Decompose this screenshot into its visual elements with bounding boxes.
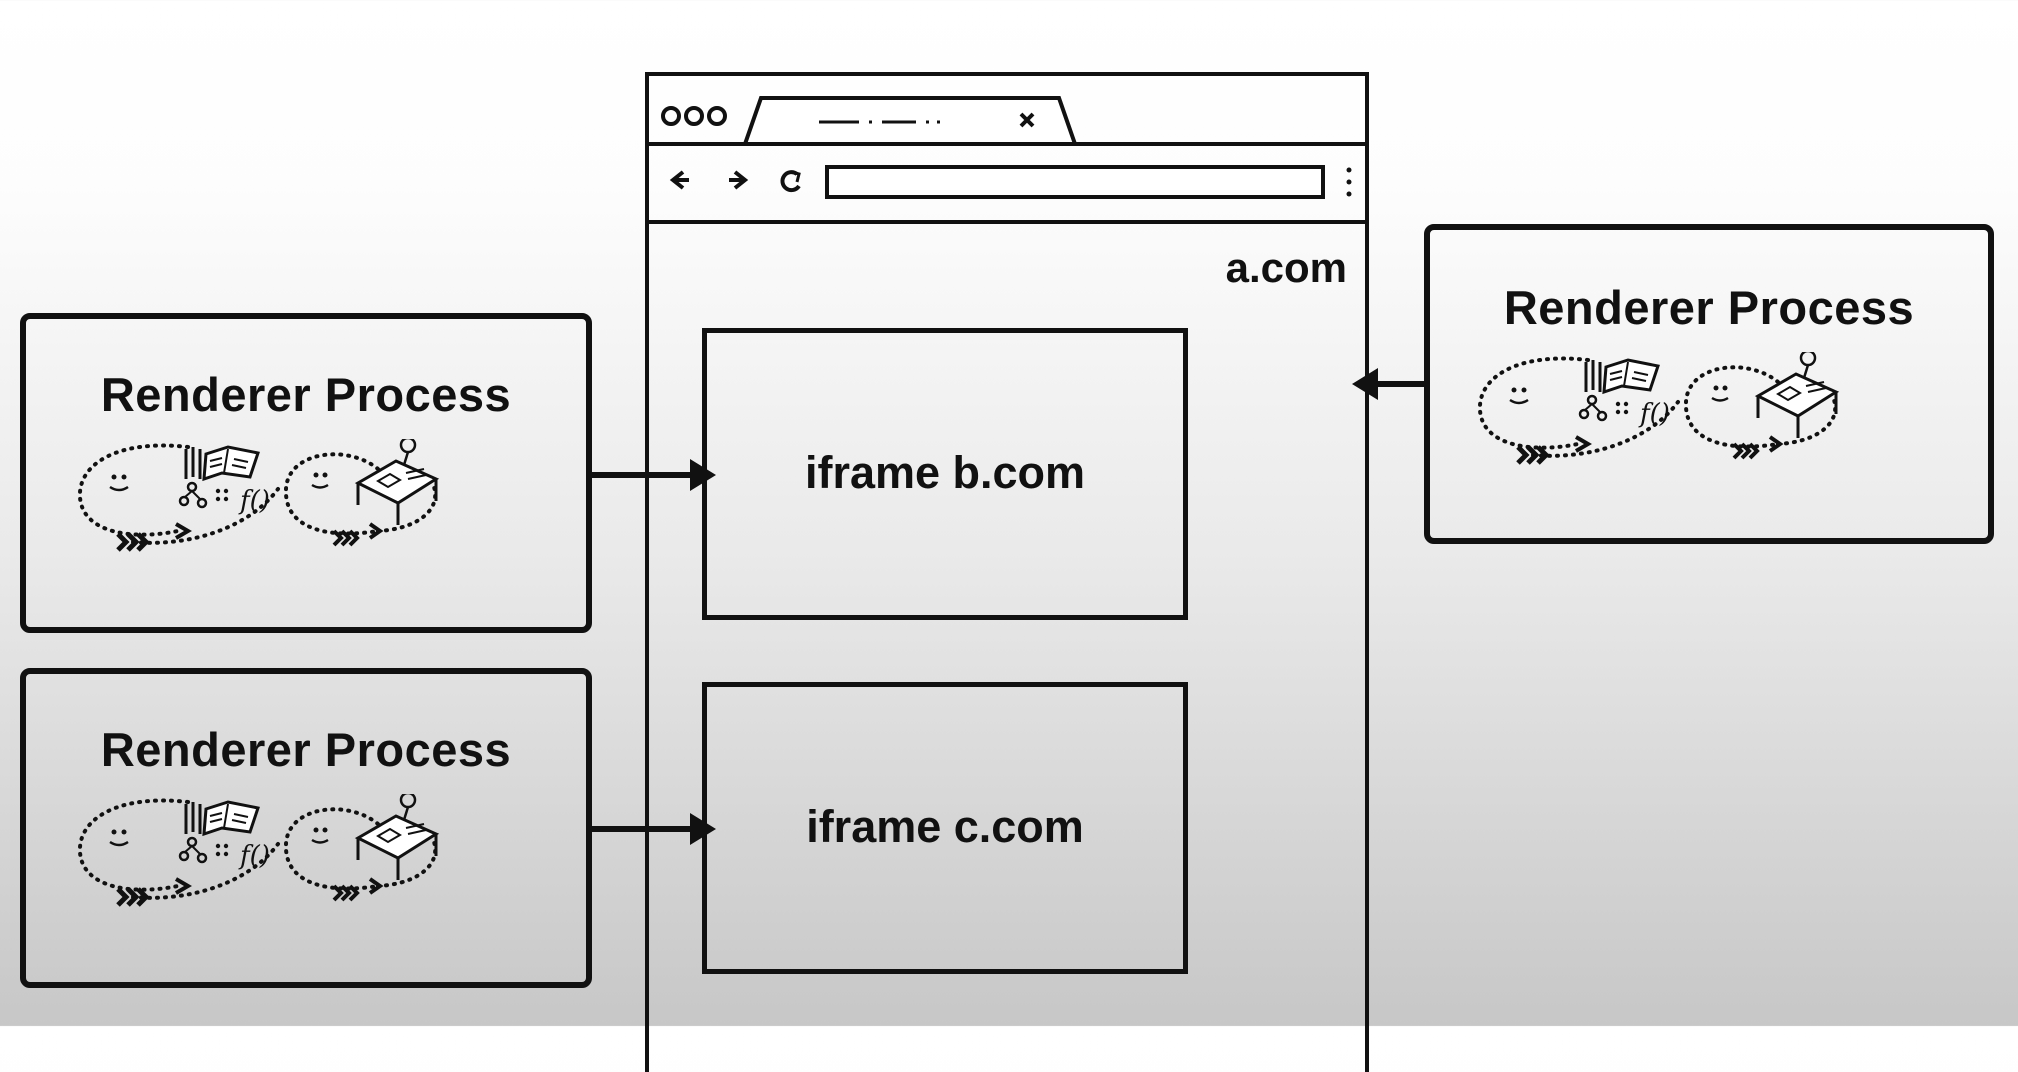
- browser-tab[interactable]: [743, 96, 1077, 145]
- iframe-b-box: iframe b.com: [702, 328, 1188, 620]
- address-bar[interactable]: [825, 165, 1325, 199]
- browser-chrome: [649, 96, 1365, 224]
- arrow-to-main-frame: [1352, 368, 1426, 400]
- renderer-process-b: Renderer Process: [20, 313, 592, 633]
- renderer-process-title: Renderer Process: [100, 368, 512, 421]
- iframe-c-box: iframe c.com: [702, 682, 1188, 974]
- forward-arrow-icon[interactable]: [729, 170, 749, 190]
- close-icon[interactable]: [1019, 112, 1035, 128]
- iframe-c-label: iframe c.com: [806, 801, 1084, 852]
- renderer-process-title: Renderer Process: [1503, 281, 1915, 334]
- renderer-process-c: Renderer Process: [20, 668, 592, 988]
- arrow-to-iframe-c: [588, 813, 716, 845]
- arrow-to-iframe-b: [588, 459, 716, 491]
- renderer-process-a: Renderer Process: [1424, 224, 1994, 544]
- more-menu-icon[interactable]: [1346, 167, 1352, 197]
- window-dots: [661, 106, 727, 126]
- process-tasks-icon: [1478, 352, 1848, 482]
- back-arrow-icon[interactable]: [669, 170, 689, 190]
- iframe-b-label: iframe b.com: [804, 447, 1086, 498]
- process-tasks-icon: [78, 794, 448, 924]
- reload-icon[interactable]: [780, 170, 801, 193]
- browser-window: a.com: [645, 72, 1369, 1072]
- page-origin-label: a.com: [1225, 244, 1347, 291]
- renderer-process-title: Renderer Process: [100, 723, 512, 776]
- process-tasks-icon: [78, 439, 448, 569]
